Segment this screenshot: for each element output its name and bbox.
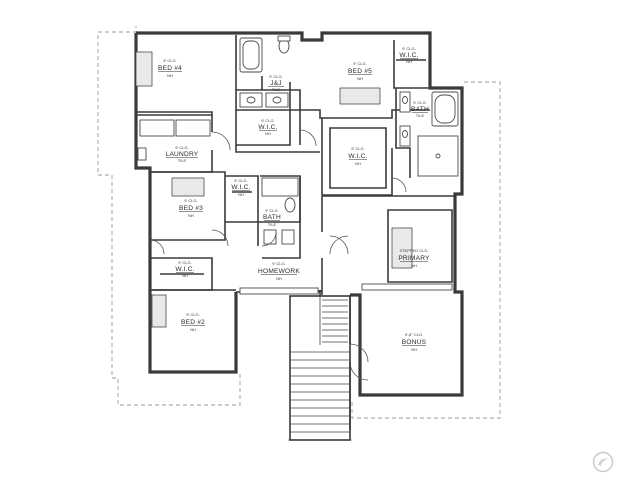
room-name: BED #4	[158, 65, 182, 72]
interior-walls	[136, 35, 455, 430]
room-label-bed4: 9' CLG. BED #4 NH	[158, 58, 182, 78]
room-name: BATH	[263, 214, 281, 221]
room-label-primary: STEPPED CLG. PRIMARY NH	[398, 248, 430, 268]
floor-label: NH	[276, 276, 282, 281]
ceiling-label: 9' CLG.	[163, 58, 176, 63]
floor-label: TILE	[268, 222, 277, 227]
ceiling-label: 9' CLG.	[269, 74, 282, 79]
room-name: W.I.C.	[348, 153, 367, 160]
ceiling-label: 9' CLG.	[402, 46, 415, 51]
room-name: LAUNDRY	[166, 151, 199, 158]
ceiling-label: 9' CLG.	[234, 178, 247, 183]
room-name: W.I.C.	[231, 184, 250, 191]
ceiling-label: 9' CLG.	[178, 260, 191, 265]
room-label-homework: 9' CLG. HOMEWORK NH	[258, 261, 300, 281]
fixtures	[135, 35, 459, 328]
room-label-bonus: 9'-8" CLG. BONUS NH	[402, 332, 427, 352]
ceiling-label: 9' CLG.	[261, 118, 274, 123]
room-label-bed5: 9' CLG. BED #5 NH	[348, 61, 372, 81]
floor-label: NH	[411, 263, 417, 268]
room-label-wic-primary: 9' CLG. W.I.C. NH	[348, 146, 367, 166]
room-name: BED #3	[179, 205, 203, 212]
floor-label: NH	[188, 213, 194, 218]
ceiling-label: 9' CLG.	[184, 198, 197, 203]
room-label-bed3: 9' CLG. BED #3 NH	[179, 198, 203, 218]
room-name: BED #2	[181, 319, 205, 326]
floor-label: NH	[190, 327, 196, 332]
stair	[289, 295, 351, 441]
ceiling-label: 9' CLG.	[413, 100, 426, 105]
room-name: W.I.C.	[399, 52, 418, 59]
ceiling-label: 9' CLG.	[265, 208, 278, 213]
room-label-wic-b: 9' CLG. W.I.C. NH	[258, 118, 277, 136]
ceiling-label: 9' CLG.	[353, 61, 366, 66]
room-label-laundry: 9' CLG. LAUNDRY TILE	[166, 145, 199, 163]
room-label-wic-c: 9' CLG. W.I.C. NH	[231, 178, 250, 197]
room-name: W.I.C.	[258, 124, 277, 131]
floor-label: TILE	[272, 87, 281, 92]
floor-label: NH	[167, 73, 173, 78]
floor-label: NH	[357, 76, 363, 81]
floor-label: NH	[355, 161, 361, 166]
room-name: PRIMARY	[398, 255, 430, 262]
room-label-wic-a: 9' CLG. W.I.C. NH	[399, 46, 418, 64]
floor-label: TILE	[416, 113, 425, 118]
room-name: BATH	[411, 106, 429, 113]
ceiling-label: STEPPED CLG.	[399, 248, 428, 253]
room-label-jack-jill: 9' CLG. J&J TILE	[268, 74, 284, 92]
floor-label: NH	[411, 347, 417, 352]
watermark-logo-icon	[592, 451, 614, 473]
room-name: HOMEWORK	[258, 268, 300, 275]
room-label-bath-primary: 9' CLG. BATH TILE	[411, 100, 429, 118]
room-label-bath: 9' CLG. BATH TILE	[263, 208, 281, 227]
room-name: J&J	[270, 80, 282, 87]
floor-label: NH	[265, 131, 271, 136]
floor-label: NH	[406, 59, 412, 64]
room-name: BED #5	[348, 68, 372, 75]
floor-label: TILE	[178, 158, 187, 163]
ceiling-label: 9' CLG.	[186, 312, 199, 317]
room-name: BONUS	[402, 339, 427, 346]
ceiling-label: 9' CLG.	[351, 146, 364, 151]
room-label-wic-d: 9' CLG. W.I.C. NH	[175, 260, 194, 278]
doors	[149, 129, 407, 381]
room-name: W.I.C.	[175, 266, 194, 273]
ceiling-label: 9' CLG.	[175, 145, 188, 150]
room-label-bed2: 9' CLG. BED #2 NH	[181, 312, 205, 332]
floor-label: NH	[182, 273, 188, 278]
ceiling-label: 9'-8" CLG.	[405, 332, 423, 337]
floor-label: NH	[238, 192, 244, 197]
ceiling-label: 9' CLG.	[272, 261, 285, 266]
